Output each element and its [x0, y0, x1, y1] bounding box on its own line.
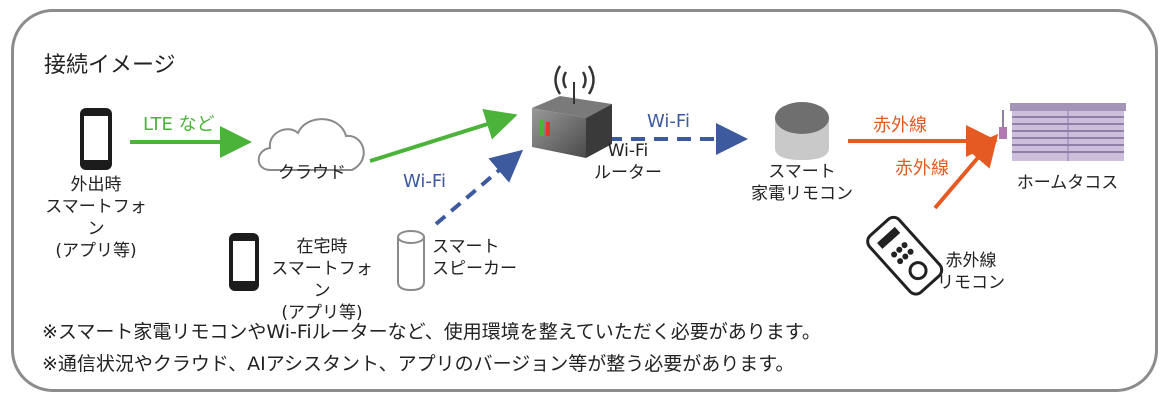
ir-remote-blind-label: 赤外線 [873, 115, 927, 136]
smart-speaker-icon [397, 230, 425, 292]
cloud-label: クラウド [278, 163, 346, 183]
smart-remote-label: スマート 家電リモコン [751, 162, 853, 204]
phone-home-label: 在宅時 スマートフォン (アプリ等) [271, 237, 373, 323]
note-line-1: ※スマート家電リモコンやWi-Fiルーターなど、使用環境を整えていただく必要があ… [42, 321, 821, 343]
ir-handheld-blind-label: 赤外線 [895, 158, 949, 179]
wifi-speaker-router-arrow [434, 149, 524, 226]
cloud-icon [257, 118, 365, 171]
smartphone-icon [80, 108, 112, 170]
smart-remote-icon [775, 102, 829, 160]
wifi-signal-icon [554, 65, 595, 95]
wifi-router-remote-label: Wi-Fi [647, 111, 690, 132]
router-icon [532, 82, 612, 158]
router-label: Wi-Fi ルーター [594, 141, 662, 183]
ir-remote-icon [866, 215, 944, 296]
page-title: 接続イメージ [44, 53, 176, 78]
diagram-frame [11, 9, 1158, 392]
wifi-speaker-router-label: Wi-Fi [403, 171, 446, 192]
smartphone-icon [229, 233, 259, 291]
blind-label: ホームタコス [1016, 173, 1119, 193]
ir-remote-label: 赤外線 リモコン [937, 251, 1005, 293]
phone-out-label: 外出時 スマートフォン (アプリ等) [45, 175, 147, 261]
cloud-router-arrow [369, 108, 518, 163]
speaker-label: スマート スピーカー [432, 237, 517, 279]
ir-handheld-blind-arrow [933, 133, 999, 210]
lte-label: LTE など [143, 114, 215, 135]
note-line-2: ※通信状況やクラウド、AIアシスタント、アプリのバージョン等が整う必要があります… [42, 353, 795, 375]
blind-icon [999, 103, 1126, 161]
